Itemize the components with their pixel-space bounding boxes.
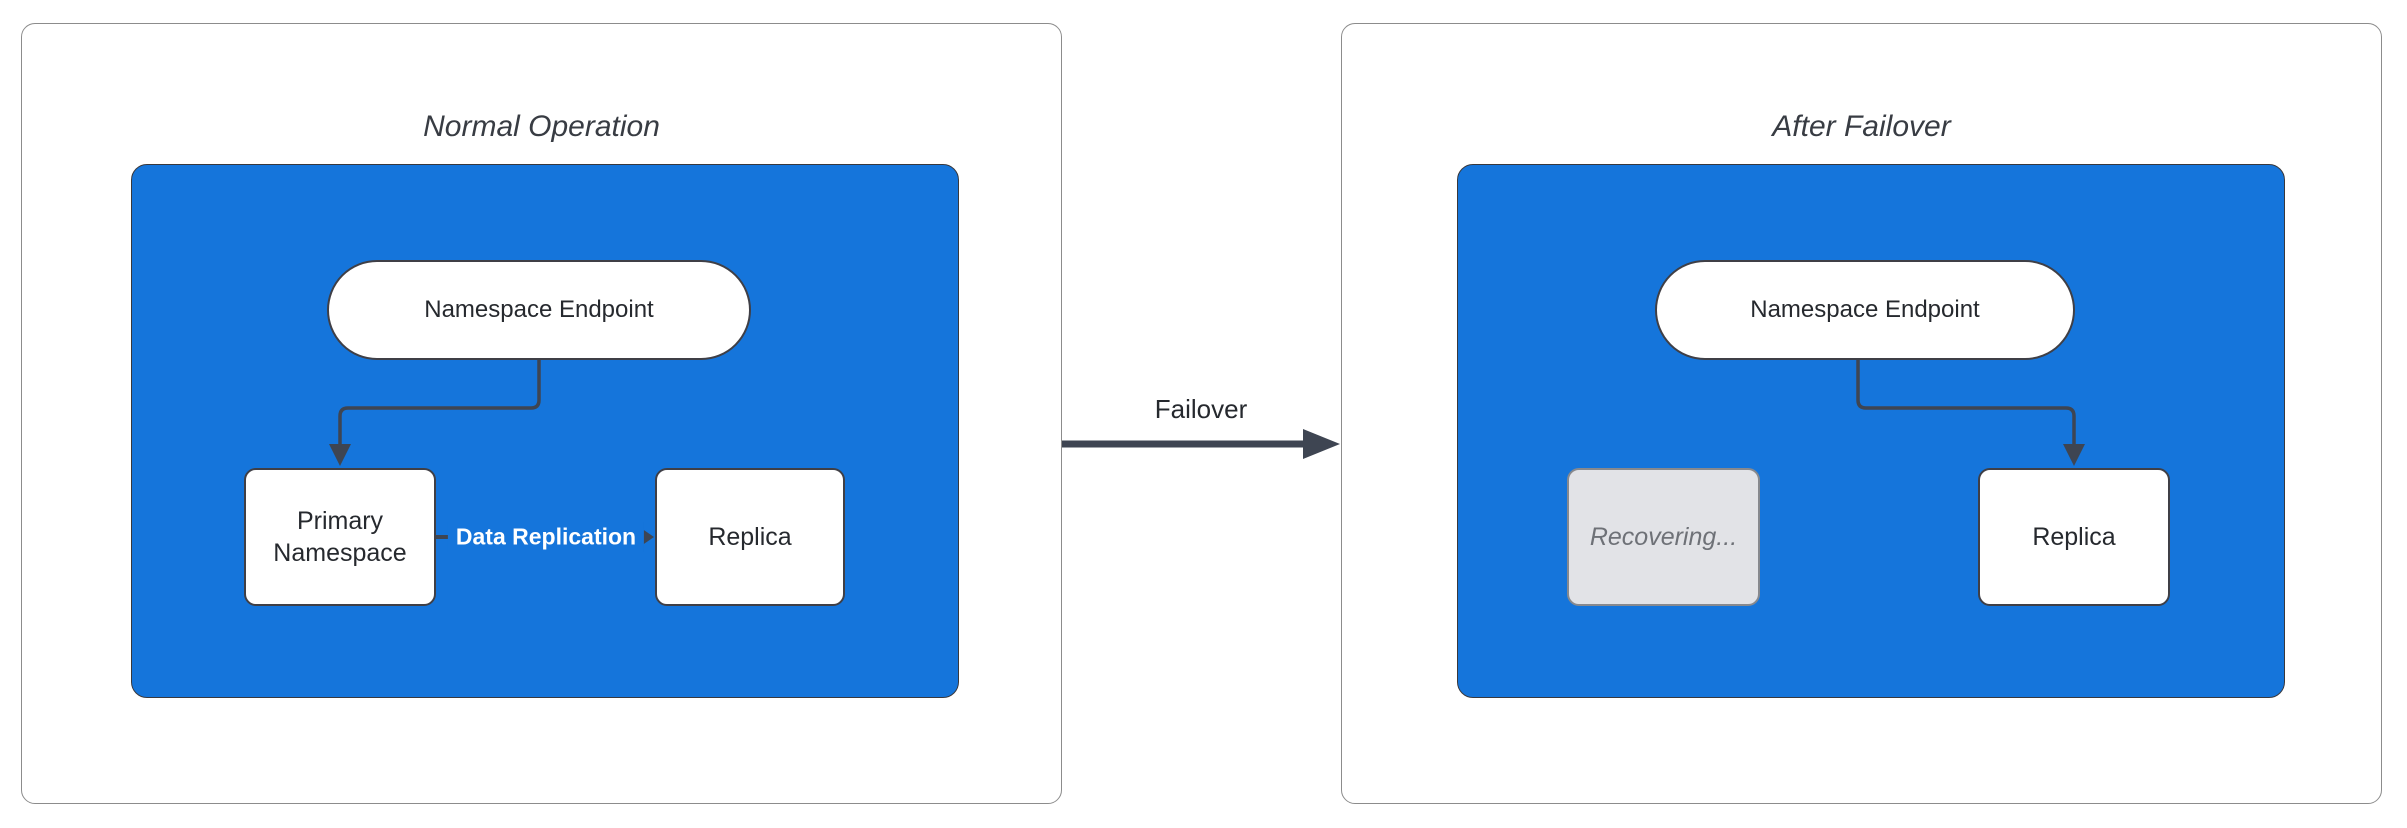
namespace-endpoint-node: Namespace Endpoint xyxy=(1655,260,2075,360)
connector-layer xyxy=(329,360,654,548)
endpoint-to-primary-connector xyxy=(338,360,541,445)
panel-title: Normal Operation xyxy=(423,110,660,143)
failover-label: Failover xyxy=(1154,394,1248,424)
namespace-endpoint-node: Namespace Endpoint xyxy=(327,260,751,360)
arrow-down-icon xyxy=(2063,444,2085,466)
arrow-right-icon xyxy=(1303,429,1340,459)
recovering-node: Recovering... xyxy=(1567,468,1760,606)
namespace-cluster: Namespace Endpoint Primary Namespace Dat… xyxy=(131,164,959,698)
replica-label: Replica xyxy=(2032,522,2116,551)
recovering-label: Recovering... xyxy=(1589,522,1738,551)
namespace-endpoint-label: Namespace Endpoint xyxy=(1750,296,1980,324)
panel-normal-operation: Normal Operation Namespace Endpoint Prim… xyxy=(21,23,1062,804)
panel-title: After Failover xyxy=(1772,110,1951,143)
connector-layer xyxy=(1856,360,2085,466)
primary-namespace-label: Primary Namespace xyxy=(273,506,407,568)
replica-label: Replica xyxy=(708,522,792,551)
data-replication-edge-label: Data Replication xyxy=(447,521,645,553)
replica-node: Replica xyxy=(1978,468,2170,606)
panel-after-failover: After Failover Namespace Endpoint Recove… xyxy=(1341,23,2382,804)
endpoint-to-replica-connector xyxy=(1856,360,2076,445)
arrow-down-icon xyxy=(329,444,351,466)
replica-node: Replica xyxy=(655,468,845,606)
primary-namespace-node: Primary Namespace xyxy=(244,468,436,606)
namespace-endpoint-label: Namespace Endpoint xyxy=(424,296,654,324)
namespace-cluster: Namespace Endpoint Recovering... Replica xyxy=(1457,164,2285,698)
